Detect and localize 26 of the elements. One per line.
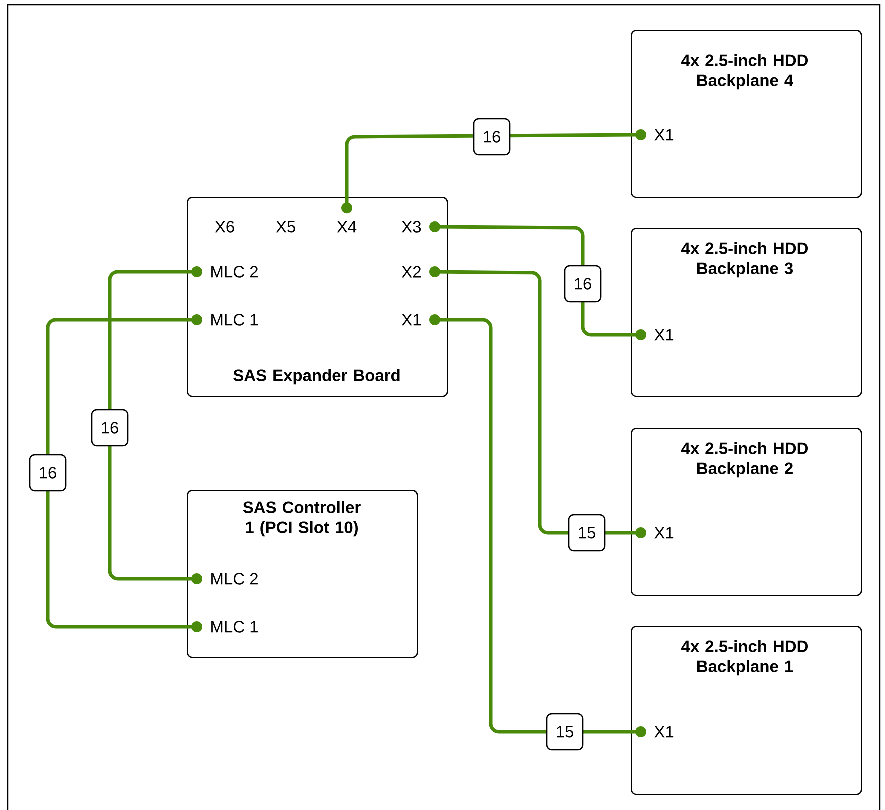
edge-label: 16 <box>564 265 602 303</box>
port-label: MLC 2 <box>212 573 258 585</box>
port-label: X4 <box>337 221 357 233</box>
port-label: MLC 1 <box>212 314 258 326</box>
cable-line <box>46 314 202 632</box>
cable-line <box>342 130 646 214</box>
edge-label: 15 <box>546 713 584 751</box>
port-label: X2 <box>402 266 421 278</box>
port-label: MLC 2 <box>212 266 258 278</box>
port-label: X1 <box>402 314 421 326</box>
port-label: X5 <box>276 221 296 233</box>
edge-label: 16 <box>473 118 511 156</box>
cable-line <box>430 266 646 538</box>
edge-label: 16 <box>91 409 129 447</box>
port-label: X3 <box>402 221 422 233</box>
port-label: X1 <box>654 329 674 341</box>
port-label: MLC 1 <box>212 621 258 633</box>
cable-line <box>430 222 646 340</box>
port-label: X1 <box>654 527 674 539</box>
edge-label: 15 <box>568 514 606 552</box>
cable-line <box>430 314 646 738</box>
port-label: X1 <box>654 726 674 738</box>
cable-line <box>108 266 202 584</box>
edge-label: 16 <box>29 454 67 492</box>
port-label: X1 <box>654 129 674 141</box>
port-label: X6 <box>215 221 234 233</box>
